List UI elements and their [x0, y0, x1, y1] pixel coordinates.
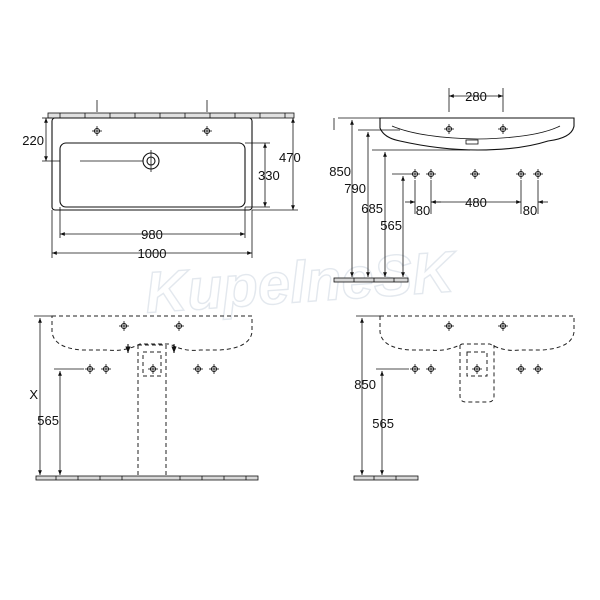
basin-profile-side [379, 117, 575, 151]
dim-565-side-label: 565 [380, 218, 402, 233]
dim-565-pedestal-label: 565 [37, 413, 59, 428]
supply-fitting-icon [532, 168, 544, 180]
pedestal-outline [137, 344, 167, 476]
supply-fitting-icon [425, 168, 437, 180]
supply-fitting-icon [192, 363, 204, 375]
bowl-outline-top [59, 142, 246, 208]
tap-hole-icon [443, 123, 455, 135]
dim-220-label: 220 [22, 133, 44, 148]
dim-280-label: 280 [465, 89, 487, 104]
tap-hole-icon [497, 320, 509, 332]
supply-fitting-icon [532, 363, 544, 375]
waste-fitting-icon [469, 168, 481, 180]
tap-hole-icon [118, 320, 130, 332]
supply-fitting-icon [515, 168, 527, 180]
supply-fitting-icon [425, 363, 437, 375]
dim-80-left-label: 80 [416, 203, 430, 218]
waste-fitting-icon [147, 363, 159, 375]
dim-480-label: 480 [465, 195, 487, 210]
floor-front-semi [353, 475, 419, 481]
supply-fitting-icon [208, 363, 220, 375]
dim-850-semi-label: 850 [354, 377, 376, 392]
dim-x-label: X [29, 387, 38, 402]
top-view: 220 330 470 980 1000 [22, 100, 301, 261]
basin-outline-front-semi [379, 315, 575, 351]
dim-80-right-label: 80 [523, 203, 537, 218]
dim-1000-label: 1000 [138, 246, 167, 261]
front-view-pedestal: X 565 [29, 315, 259, 481]
supply-fitting-icon [84, 363, 96, 375]
dim-790-label: 790 [344, 181, 366, 196]
waste-fitting-icon [471, 363, 483, 375]
basin-outline-front [51, 315, 253, 351]
supply-fitting-icon [515, 363, 527, 375]
dim-565-semi-label: 565 [372, 416, 394, 431]
dim-685-label: 685 [361, 201, 383, 216]
tap-hole-icon [201, 125, 213, 137]
tap-hole-icon [91, 125, 103, 137]
supply-fitting-icon [100, 363, 112, 375]
dim-470-label: 470 [279, 150, 301, 165]
basin-outline-top [51, 117, 253, 211]
side-view: 280 850 790 685 565 [329, 88, 575, 283]
supply-fitting-icon [409, 168, 421, 180]
front-view-semi-pedestal: 850 565 [353, 315, 575, 481]
tap-hole-icon [497, 123, 509, 135]
floor-front-pedestal [35, 475, 259, 481]
dim-330-label: 330 [258, 168, 280, 183]
dim-850-side-label: 850 [329, 164, 351, 179]
watermark: KupelneSK [143, 239, 460, 326]
supply-fitting-icon [409, 363, 421, 375]
dim-980-label: 980 [141, 227, 163, 242]
floor-side [333, 277, 409, 283]
tap-hole-icon [443, 320, 455, 332]
semi-pedestal-outline [459, 345, 495, 403]
